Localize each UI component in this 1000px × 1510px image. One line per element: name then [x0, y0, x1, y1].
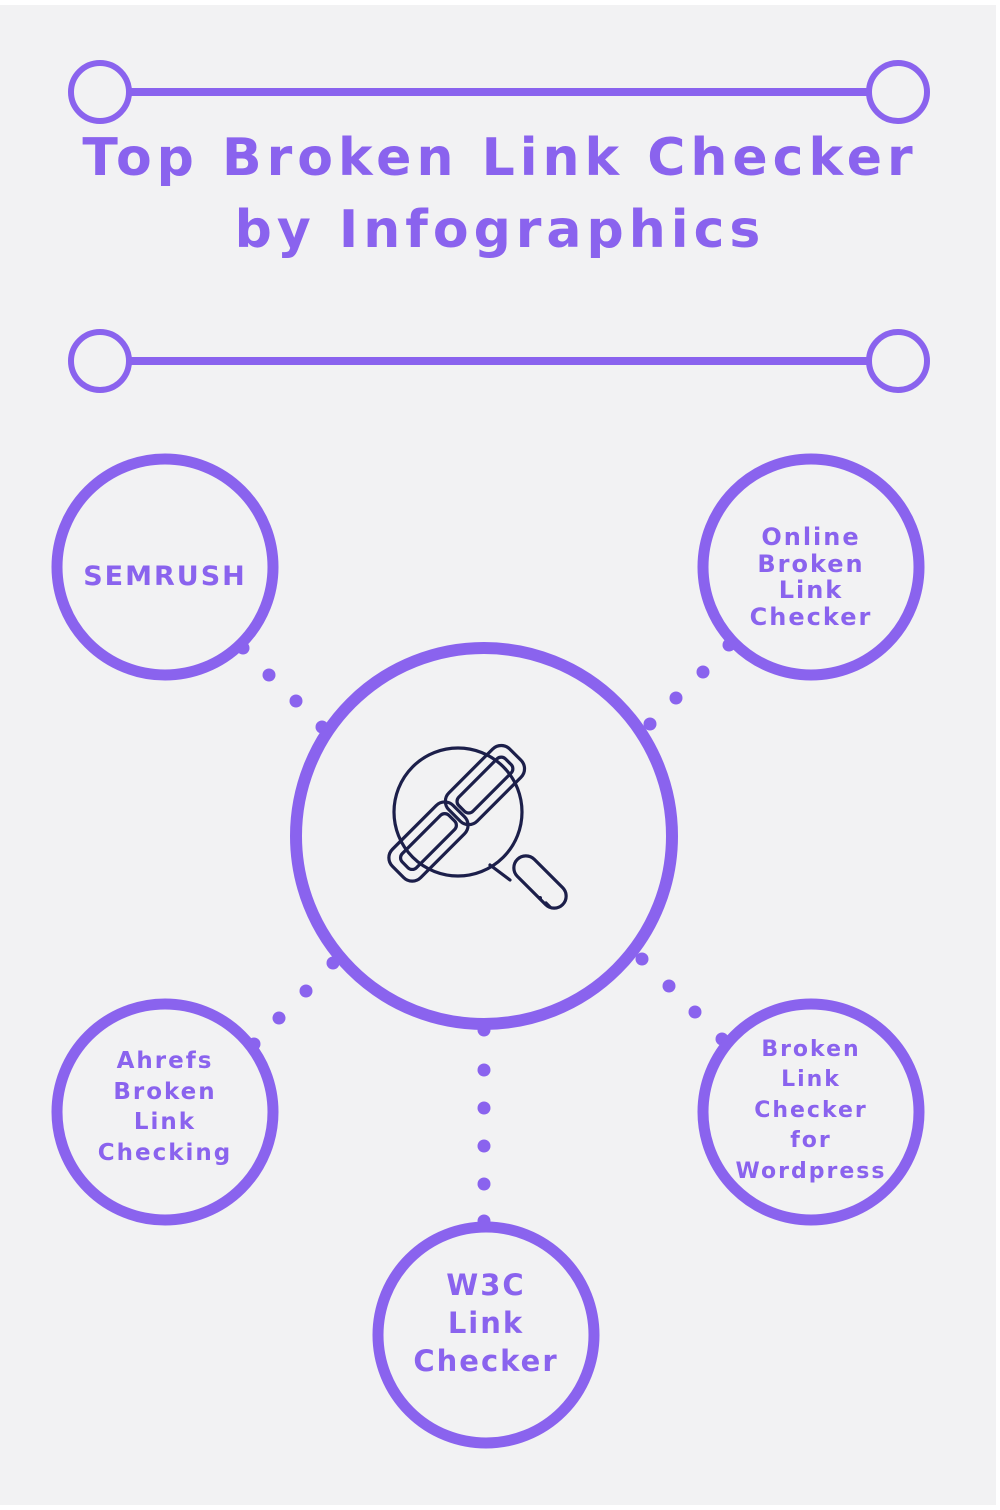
- top-divider-right-ring: [866, 60, 930, 124]
- node-circle-semrush: [51, 453, 279, 681]
- connector-dot: [477, 1139, 491, 1153]
- connector-dot: [643, 717, 657, 731]
- page-title-line-1: Top Broken Link Checker: [82, 128, 918, 188]
- connector-dot: [272, 1011, 286, 1025]
- top-divider-left-ring: [68, 60, 132, 124]
- node-circle-w3c-link-checker: [372, 1221, 600, 1449]
- page-title-line-2: by Infographics: [234, 200, 766, 260]
- page-background: [0, 5, 996, 1505]
- node-circle-online-broken-link-checker: [697, 453, 925, 681]
- node-label-semrush: SEMRUSH: [83, 561, 247, 592]
- connector-dot: [662, 979, 676, 993]
- node-label-w3c-link-checker: W3C Link Checker: [413, 1268, 559, 1378]
- bottom-divider-right-ring: [866, 329, 930, 393]
- bottom-divider-left-ring: [68, 329, 132, 393]
- bottom-divider: [68, 329, 930, 393]
- connector-dots: [236, 638, 736, 1228]
- connector-dot: [696, 665, 710, 679]
- chain-link-magnifier-icon: [387, 743, 568, 910]
- connector-dot: [669, 691, 683, 705]
- node-label-ahrefs-broken-link-checking: Ahrefs Broken Link Checking: [97, 1048, 233, 1166]
- connector-dot: [289, 694, 303, 708]
- connector-dot: [635, 952, 649, 966]
- node-label-online-broken-link-checker: Online Broken Link Checker: [749, 523, 873, 631]
- connector-dot: [299, 984, 313, 998]
- connector-dot: [477, 1101, 491, 1115]
- center-node-circle: [290, 642, 678, 1030]
- connector-dot: [477, 1063, 491, 1077]
- top-divider: [68, 60, 930, 124]
- node-circle-ahrefs-broken-link-checking: [51, 998, 279, 1226]
- node-label-broken-link-checker-for-wordpress: Broken Link Checker for Wordpress: [735, 1036, 887, 1184]
- connector-dot: [477, 1177, 491, 1191]
- connector-dot: [262, 668, 276, 682]
- node-circle-broken-link-checker-for-wordpress: [697, 998, 925, 1226]
- connector-dot: [688, 1005, 702, 1019]
